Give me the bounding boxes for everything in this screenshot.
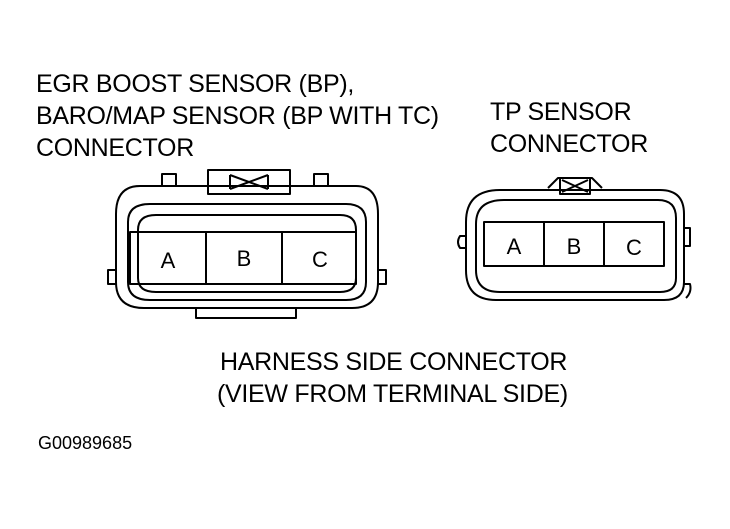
left-connector-latch bbox=[207, 169, 291, 195]
left-connector-latch-x-icon bbox=[229, 174, 269, 190]
left-terminal-a: A bbox=[161, 248, 176, 273]
right-connector-terminal-block bbox=[483, 221, 665, 267]
right-connector-title-line-2: CONNECTOR bbox=[490, 130, 648, 158]
left-connector-outer-shell bbox=[115, 185, 379, 309]
right-connector-title-line-1: TP SENSOR bbox=[490, 98, 632, 126]
caption-line-1: HARNESS SIDE CONNECTOR bbox=[220, 348, 568, 376]
right-terminal-c: C bbox=[626, 235, 642, 260]
right-connector-latch bbox=[559, 177, 591, 195]
left-connector-inner-rim bbox=[137, 214, 357, 293]
left-connector-ear-right bbox=[378, 269, 387, 285]
left-terminal-c: C bbox=[312, 247, 328, 272]
right-terminal-a: A bbox=[507, 234, 522, 259]
left-connector-housing bbox=[107, 169, 387, 319]
left-connector-title-line-2: BARO/MAP SENSOR (BP WITH TC) bbox=[36, 102, 439, 130]
left-connector-top-tab-left bbox=[161, 173, 177, 187]
left-connector-inner-shell bbox=[127, 203, 367, 301]
left-terminal-b: B bbox=[237, 246, 252, 271]
right-terminal-b: B bbox=[567, 234, 582, 259]
right-connector-ear-right-top bbox=[684, 227, 691, 247]
caption-line-2: (VIEW FROM TERMINAL SIDE) bbox=[217, 380, 568, 408]
left-connector-top-tab-right bbox=[313, 173, 329, 187]
left-connector-title-line-3: CONNECTOR bbox=[36, 134, 194, 162]
right-connector-ear-left bbox=[457, 235, 466, 249]
figure-id: G00989685 bbox=[38, 433, 133, 453]
left-connector-bottom-key bbox=[195, 307, 297, 319]
left-connector-title-line-1: EGR BOOST SENSOR (BP), bbox=[36, 70, 354, 98]
right-connector-housing bbox=[457, 177, 692, 301]
right-connector-ear-right-bottom bbox=[684, 283, 692, 299]
left-connector-ear-left bbox=[107, 269, 116, 285]
right-connector-outer-shell bbox=[465, 189, 685, 301]
left-connector-terminal-block bbox=[129, 231, 357, 285]
right-connector-inner-shell bbox=[475, 199, 677, 293]
